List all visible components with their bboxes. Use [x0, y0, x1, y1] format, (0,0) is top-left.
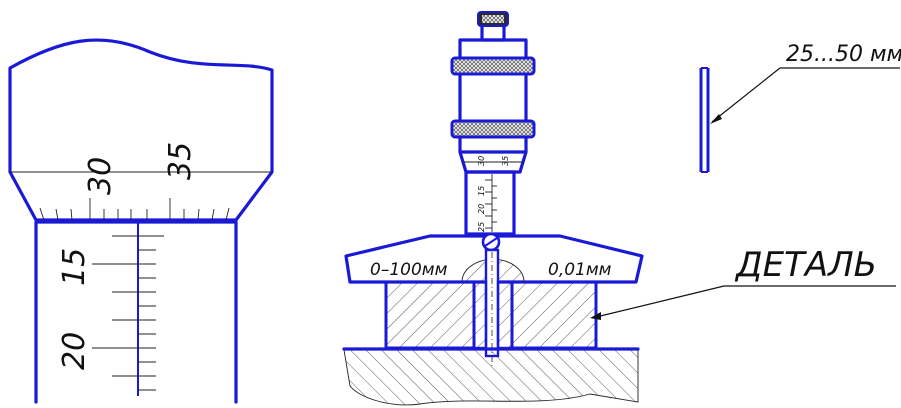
mini-thimble-35: 35: [501, 156, 510, 166]
thimble-label-35: 35: [163, 142, 198, 180]
knurl-band-lower: [450, 119, 536, 139]
sleeve-body: [464, 170, 516, 236]
knurl-band-upper: [450, 56, 536, 76]
resolution-label: 0,01мм: [548, 260, 612, 280]
support-surface: [343, 349, 639, 406]
mini-sleeve-25: 25: [477, 222, 486, 232]
thimble-label-30: 30: [83, 157, 118, 195]
mini-sleeve-15: 15: [477, 186, 486, 196]
sleeve-label-15: 15: [57, 248, 92, 286]
part-right-block: [510, 280, 598, 350]
depth-micrometer: 30 35 15 20 25 0–100мм 0,01мм: [342, 11, 644, 406]
thimble-ticks: [39, 198, 230, 221]
part-left-block: [384, 280, 476, 350]
thimble-body: [458, 38, 528, 154]
enlarged-scale-detail: 30 35 15 20: [8, 38, 274, 404]
rod-range-callout: 25...50 мм: [710, 42, 901, 124]
thimble-outline: [8, 38, 274, 222]
range-label: 0–100мм: [370, 260, 448, 280]
replacement-rod-detail: [699, 67, 710, 173]
part-callout: ДЕТАЛЬ: [590, 245, 896, 320]
sleeve-ticks: [92, 235, 164, 391]
base-bridge: [344, 234, 644, 284]
part-label: ДЕТАЛЬ: [734, 245, 877, 285]
sleeve-outline: [34, 220, 238, 404]
mini-thimble-30: 30: [477, 156, 486, 166]
sleeve-label-20: 20: [57, 332, 92, 370]
rod-range-label: 25...50 мм: [786, 42, 901, 67]
mini-sleeve-20: 20: [477, 204, 486, 214]
